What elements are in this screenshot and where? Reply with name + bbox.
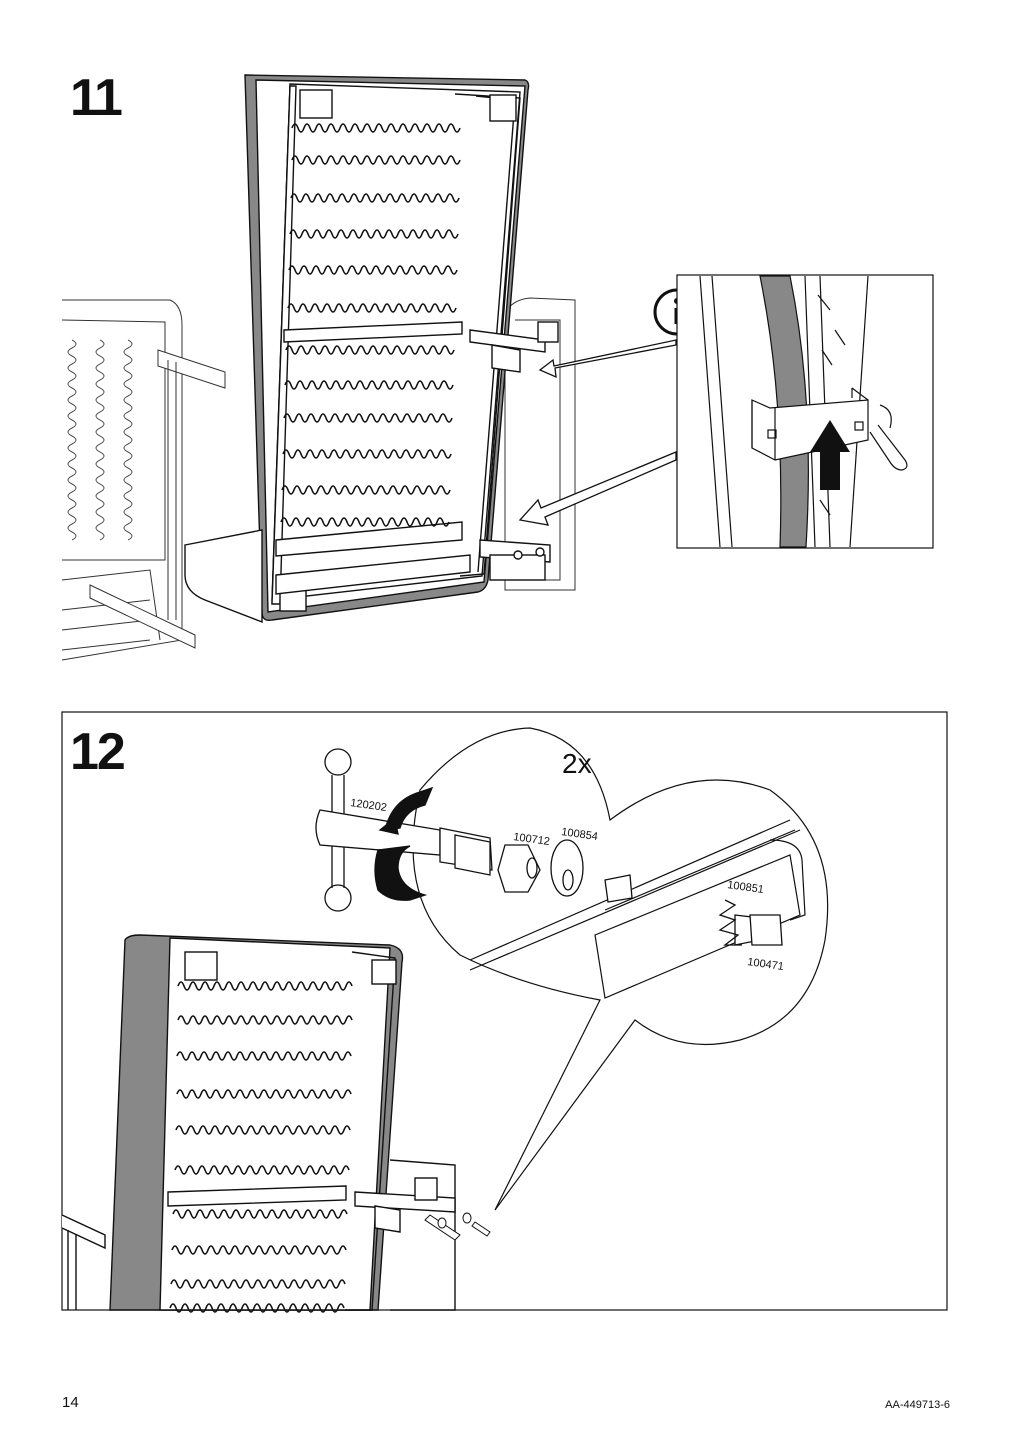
back-frame-step-12 (61, 934, 456, 1313)
document-id: AA-449713-6 (885, 1399, 950, 1411)
detail-box (676, 274, 934, 549)
part-number-100712: 100712 (513, 831, 551, 848)
step-12-number: 12 (70, 723, 126, 781)
quantity-label: 2x (562, 748, 592, 779)
part-number-100854: 100854 (561, 826, 599, 843)
part-number-100851: 100851 (727, 879, 765, 896)
callout-arrows (518, 339, 677, 526)
page-number: 14 (62, 1394, 79, 1411)
part-number-120202: 120202 (350, 797, 388, 814)
allen-key-tool (315, 748, 493, 912)
back-frame (184, 74, 559, 624)
nut-washer-bolt (497, 839, 783, 946)
part-number-100471: 100471 (747, 956, 785, 973)
step-11-number: 11 (70, 69, 123, 127)
adjacent-sofa-section (61, 299, 226, 661)
small-hardware-exploded (424, 1212, 491, 1241)
